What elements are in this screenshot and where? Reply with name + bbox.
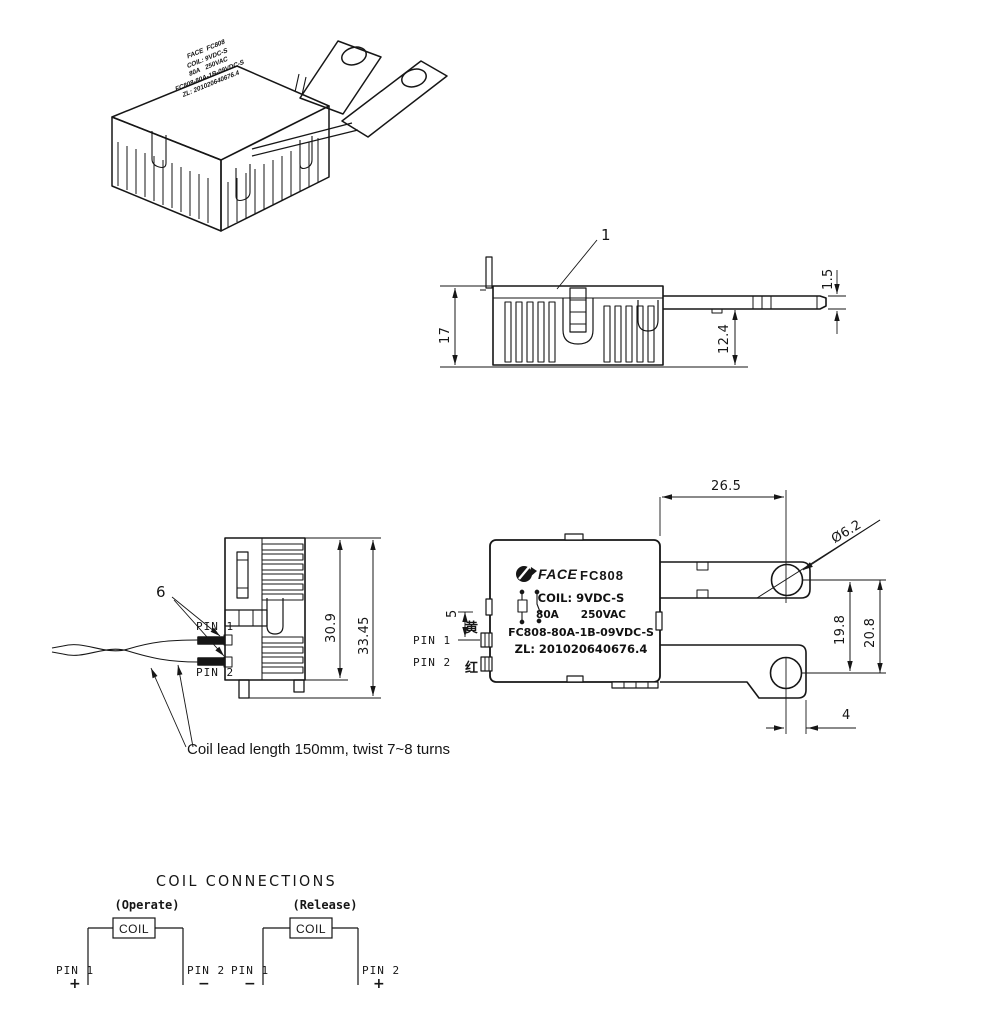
brand-logo-icon xyxy=(516,566,537,582)
yellow-wire-label: 黄 xyxy=(465,620,479,635)
red-wire-label: 红 xyxy=(465,660,479,675)
operate-coil-box-label: COIL xyxy=(118,922,149,936)
operate-pin2-label: PIN 2 xyxy=(187,964,226,977)
top-dim-pin-spacing-5: 5 xyxy=(445,609,460,618)
front-pin2-label: PIN 2 xyxy=(196,666,235,679)
label-part-number: FC808-80A-1B-09VDC-S xyxy=(508,626,654,639)
top-dim-blade-length-26-5: 26.5 xyxy=(711,479,742,494)
side-view xyxy=(440,239,846,368)
front-view xyxy=(51,537,381,748)
side-dim-terminal-drop-12-4: 12.4 xyxy=(717,323,732,354)
side-dim-blade-thickness-1-5: 1.5 xyxy=(821,268,836,290)
isometric-view xyxy=(111,40,448,232)
release-pin1-label: PIN 1 xyxy=(231,964,270,977)
label-certificate: ZL: 201020640676.4 xyxy=(514,642,648,656)
front-callout-6: 6 xyxy=(156,583,166,601)
top-dim-hole-to-edge-4: 4 xyxy=(842,708,851,723)
release-pin2-polarity: + xyxy=(373,976,385,992)
side-callout-1: 1 xyxy=(601,226,611,244)
front-dim-overall-height-33-45: 33.45 xyxy=(357,616,372,655)
operate-pin1-polarity: + xyxy=(69,976,81,992)
release-pin1-polarity: − xyxy=(244,976,256,992)
front-dim-body-height-30-9: 30.9 xyxy=(324,612,339,643)
release-pin2-label: PIN 2 xyxy=(362,964,401,977)
coil-lead-note: Coil lead length 150mm, twist 7~8 turns xyxy=(187,741,451,758)
operate-pin1-label: PIN 1 xyxy=(56,964,95,977)
release-coil-box-label: COIL xyxy=(295,922,326,936)
side-dim-height-17: 17 xyxy=(438,326,453,344)
operate-caption: (Operate) xyxy=(114,898,180,912)
top-dim-hole-center-19-8: 19.8 xyxy=(833,614,848,645)
top-pin1-label: PIN 1 xyxy=(413,634,452,647)
front-pin1-label: PIN 1 xyxy=(196,620,235,633)
top-pin2-label: PIN 2 xyxy=(413,656,452,669)
coil-connection-circuits xyxy=(87,917,359,985)
model-number: FC808 xyxy=(580,568,625,583)
top-view xyxy=(458,490,886,734)
top-dim-blade-center-20-8: 20.8 xyxy=(863,617,878,648)
release-caption: (Release) xyxy=(292,898,358,912)
coil-connections-title: COIL CONNECTIONS xyxy=(156,872,338,890)
operate-pin2-polarity: − xyxy=(198,976,210,992)
brand-name: FACE xyxy=(538,566,578,582)
label-coil-spec: COIL: 9VDC-S xyxy=(537,591,625,605)
